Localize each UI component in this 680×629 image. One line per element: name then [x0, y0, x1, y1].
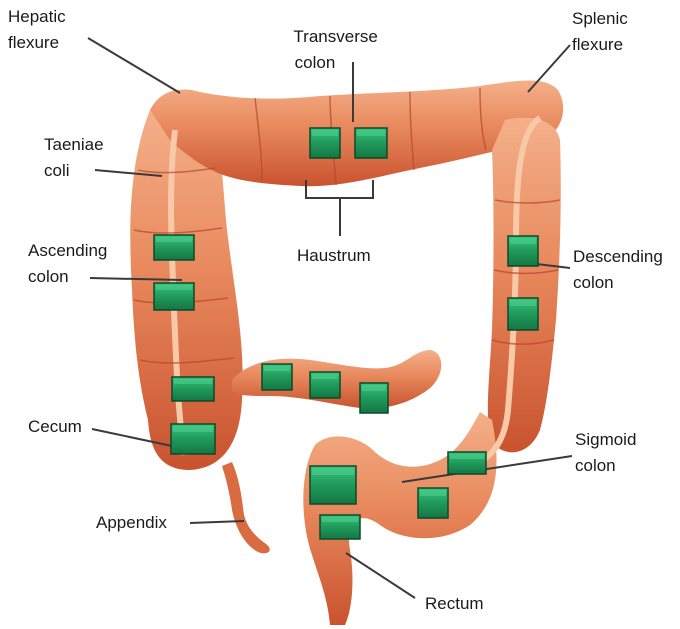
label-descending-colon: Descending colon	[573, 247, 668, 292]
colon-shape	[130, 81, 563, 626]
answer-box-cecum[interactable]	[171, 424, 215, 454]
label-rectum: Rectum	[425, 594, 484, 613]
answer-box-ascending-lower[interactable]	[154, 283, 194, 310]
answer-box-descending-lower[interactable]	[508, 298, 538, 330]
label-sigmoid-colon: Sigmoid colon	[575, 430, 641, 475]
label-hepatic-flexure: Hepatic flexure	[8, 7, 70, 52]
label-ascending-colon: Ascending colon	[28, 241, 112, 286]
label-cecum: Cecum	[28, 417, 82, 436]
label-appendix: Appendix	[96, 513, 167, 532]
label-haustrum: Haustrum	[297, 246, 371, 265]
answer-box-descending-upper[interactable]	[508, 236, 538, 266]
answer-box-transverse-right[interactable]	[355, 128, 387, 158]
appendix-shape	[222, 462, 270, 553]
answer-box-sigmoid-lower[interactable]	[418, 488, 448, 518]
answer-box-ileum-2[interactable]	[262, 364, 292, 390]
label-taeniae-coli: Taeniae coli	[44, 135, 108, 180]
answer-box-rectum-lower[interactable]	[320, 515, 360, 539]
label-transverse-colon: Transverse colon	[293, 27, 382, 72]
answer-box-ileum-3[interactable]	[310, 372, 340, 398]
leader-rectum	[346, 553, 415, 598]
descending-colon-shape	[488, 118, 561, 452]
answer-box-sigmoid-upper[interactable]	[448, 452, 486, 474]
leader-hepatic	[88, 38, 180, 93]
answer-box-transverse-left[interactable]	[310, 128, 340, 158]
haustrum-bracket	[306, 180, 373, 236]
answer-box-ileum-1[interactable]	[172, 377, 214, 401]
answer-box-rectum-upper[interactable]	[310, 466, 356, 504]
label-splenic-flexure: Splenic flexure	[572, 9, 633, 54]
answer-box-ascending-upper[interactable]	[154, 235, 194, 260]
answer-box-ileum-4[interactable]	[360, 383, 388, 413]
